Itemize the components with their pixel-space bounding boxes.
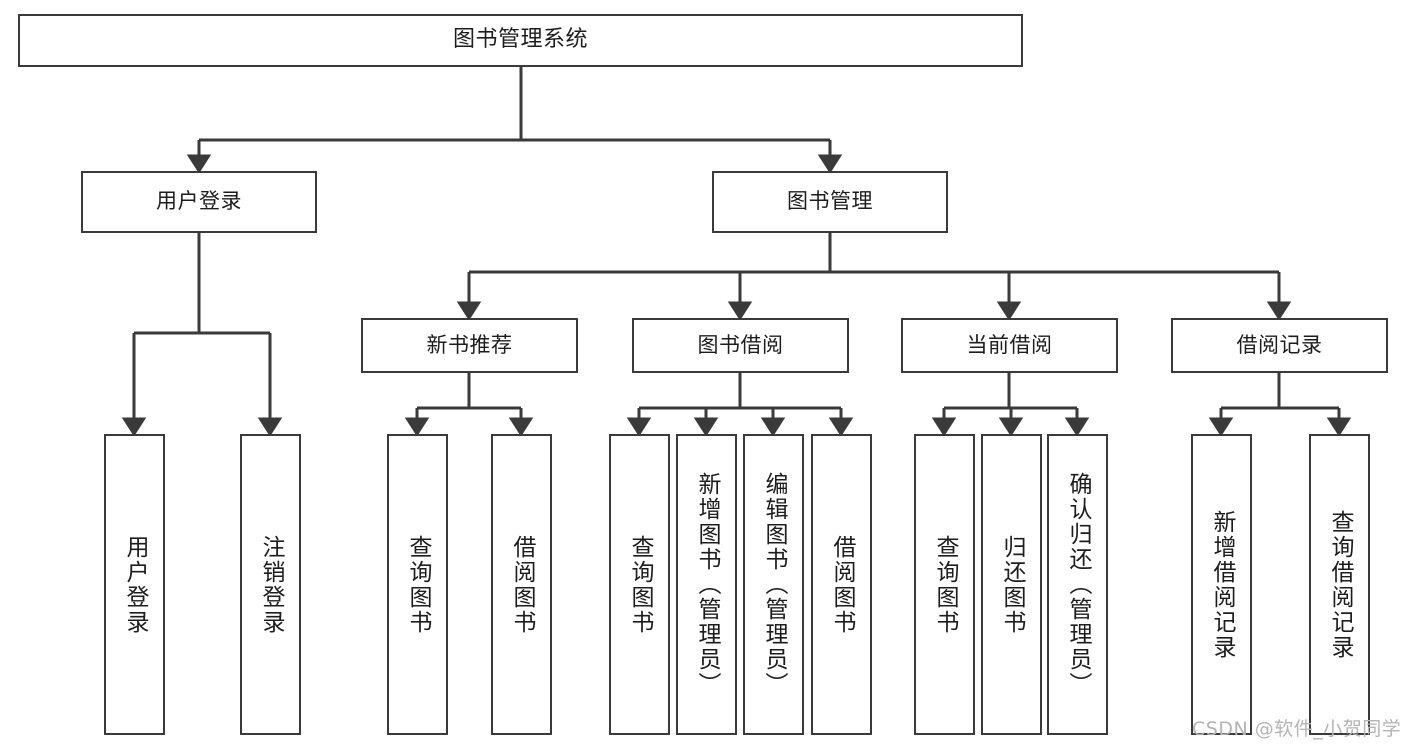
node-leaf-query-book-1[interactable]: 查询图书	[387, 434, 448, 735]
node-leaf-borrow-book-2-label: 借阅图书	[829, 534, 855, 635]
node-current-borrow[interactable]: 当前借阅	[901, 318, 1118, 373]
csdn-watermark: CSDN @软件_小贺同学	[1192, 718, 1402, 740]
node-leaf-borrow-book-1-label: 借阅图书	[509, 534, 535, 635]
node-book-manage-label: 图书管理	[787, 189, 873, 214]
node-leaf-logout[interactable]: 注销登录	[240, 434, 301, 735]
node-leaf-query-book-1-label: 查询图书	[405, 534, 431, 635]
node-borrow-record-label: 借阅记录	[1236, 332, 1323, 357]
node-leaf-borrow-book-2[interactable]: 借阅图书	[811, 434, 872, 735]
node-leaf-return-book-label: 归还图书	[999, 534, 1025, 635]
node-leaf-edit-book-label: 编辑图书（管理员）	[761, 472, 787, 697]
node-borrow-record[interactable]: 借阅记录	[1171, 318, 1388, 373]
node-leaf-confirm-return[interactable]: 确认归还（管理员）	[1047, 434, 1108, 735]
node-user-login[interactable]: 用户登录	[81, 171, 317, 233]
node-book-manage[interactable]: 图书管理	[712, 171, 948, 233]
node-book-borrow[interactable]: 图书借阅	[632, 318, 849, 373]
node-leaf-query-record[interactable]: 查询借阅记录	[1309, 434, 1370, 735]
node-root-label: 图书管理系统	[452, 27, 588, 53]
node-leaf-logout-label: 注销登录	[258, 534, 284, 635]
node-current-borrow-label: 当前借阅	[966, 332, 1053, 357]
node-leaf-return-book[interactable]: 归还图书	[981, 434, 1042, 735]
node-leaf-query-book-2[interactable]: 查询图书	[609, 434, 670, 735]
node-leaf-confirm-return-label: 确认归还（管理员）	[1065, 472, 1091, 697]
node-leaf-borrow-book-1[interactable]: 借阅图书	[491, 434, 552, 735]
node-new-book-recommend[interactable]: 新书推荐	[361, 318, 578, 373]
node-root[interactable]: 图书管理系统	[18, 14, 1023, 67]
node-book-borrow-label: 图书借阅	[697, 332, 784, 357]
node-leaf-query-record-label: 查询借阅记录	[1327, 509, 1353, 660]
node-user-login-label: 用户登录	[156, 189, 242, 214]
node-leaf-add-record-label: 新增借阅记录	[1209, 509, 1235, 660]
node-leaf-edit-book[interactable]: 编辑图书（管理员）	[743, 434, 804, 735]
node-leaf-query-book-3-label: 查询图书	[932, 534, 958, 635]
node-leaf-user-login[interactable]: 用户登录	[104, 434, 165, 735]
node-leaf-query-book-3[interactable]: 查询图书	[914, 434, 975, 735]
node-new-book-recommend-label: 新书推荐	[426, 332, 513, 357]
node-leaf-add-book[interactable]: 新增图书（管理员）	[676, 434, 737, 735]
node-leaf-user-login-label: 用户登录	[122, 534, 148, 635]
node-leaf-add-record[interactable]: 新增借阅记录	[1191, 434, 1252, 735]
node-leaf-add-book-label: 新增图书（管理员）	[694, 472, 720, 697]
node-leaf-query-book-2-label: 查询图书	[627, 534, 653, 635]
